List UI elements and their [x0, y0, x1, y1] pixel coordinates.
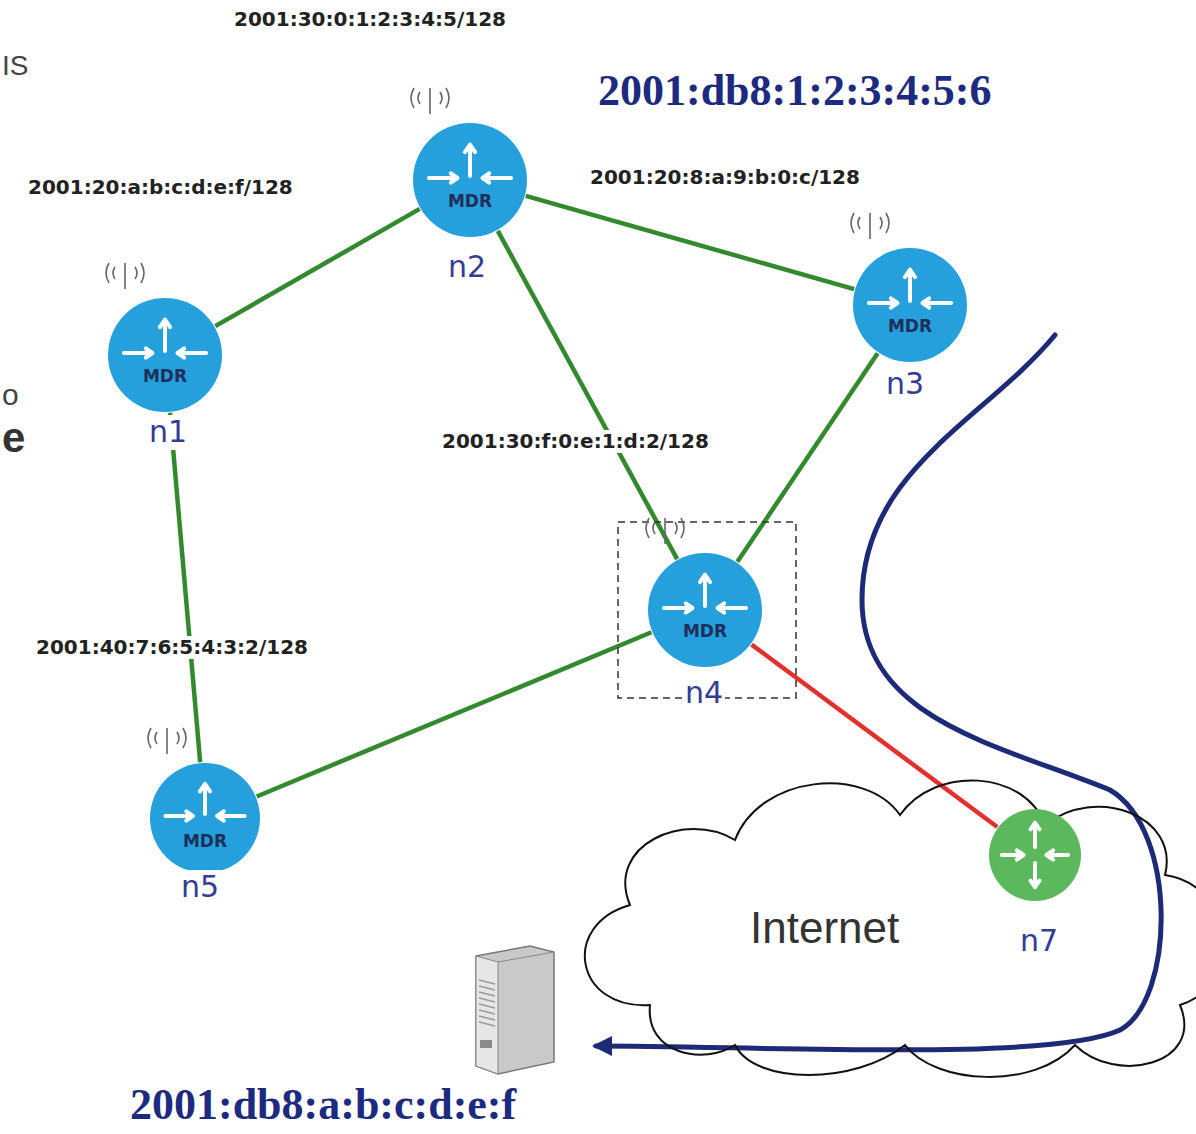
internet-cloud: Internet — [555, 755, 1196, 1075]
router-body — [989, 809, 1081, 901]
link-line — [526, 196, 854, 289]
router-shape — [149, 762, 261, 874]
router-arrows — [664, 575, 746, 613]
gateway-router: n7 — [988, 808, 1082, 902]
cloud-outline — [585, 780, 1196, 1076]
router-body — [150, 763, 260, 873]
router-type: MDR — [683, 622, 727, 642]
router-arrows — [429, 145, 511, 183]
antenna-symbol — [851, 213, 889, 239]
router-node: MDRn5 — [149, 762, 261, 874]
router-body — [108, 298, 222, 412]
address-label: 2001:db8:1:2:3:4:5:6 — [598, 66, 992, 117]
router-arrows — [1002, 823, 1068, 887]
node-name: n4 — [683, 676, 725, 711]
router-arrows — [124, 320, 206, 358]
antenna-symbol — [411, 88, 449, 114]
router-body — [413, 123, 527, 237]
router-node: MDRn3 — [852, 247, 968, 363]
node-name: n7 — [1020, 924, 1058, 959]
link-line — [257, 632, 652, 796]
address-label: 2001:20:8:a:9:b:0:c/128 — [588, 166, 862, 189]
fragment-text: IS — [2, 50, 28, 82]
gateway-shape — [988, 808, 1082, 902]
node-name: n2 — [446, 250, 488, 285]
selection-box — [618, 522, 796, 698]
router-node: MDRn4 — [647, 552, 763, 668]
router-shape — [852, 247, 968, 363]
antenna-symbol — [646, 518, 684, 544]
router-body — [853, 248, 967, 362]
server-icon — [476, 946, 554, 1074]
node-name: n1 — [147, 415, 189, 450]
address-label: 2001:40:7:6:5:4:3:2/128 — [34, 636, 310, 659]
router-arrows — [869, 270, 951, 308]
router-shape — [107, 297, 223, 413]
server-address: 2001:db8:a:b:c:d:e:f — [130, 1080, 516, 1131]
router-type: MDR — [448, 192, 492, 212]
address-label: 2001:30:f:0:e:1:d:2/128 — [440, 430, 711, 453]
antenna-symbol — [106, 263, 144, 289]
link-line — [752, 645, 998, 827]
address-label: 2001:30:0:1:2:3:4:5/128 — [232, 8, 508, 31]
link-line — [737, 353, 877, 562]
fragment-text: o — [2, 378, 19, 413]
router-body — [648, 553, 762, 667]
router-shape — [412, 122, 528, 238]
router-type: MDR — [183, 832, 227, 852]
router-arrows — [165, 784, 244, 821]
router-type: MDR — [143, 367, 187, 387]
fragment-text: e — [2, 414, 25, 462]
server-shape — [468, 944, 558, 1076]
router-shape — [647, 552, 763, 668]
address-label: 2001:20:a:b:c:d:e:f/128 — [26, 176, 295, 199]
antenna-symbol — [148, 728, 186, 754]
node-name: n5 — [179, 870, 221, 905]
router-type: MDR — [888, 317, 932, 337]
node-name: n3 — [884, 367, 926, 402]
cloud-label: Internet — [750, 903, 899, 954]
link-line — [498, 231, 677, 559]
router-node: MDRn2 — [412, 122, 528, 238]
server-node: 2001:db8:a:b:c:d:e:f — [468, 944, 558, 1076]
link-line — [170, 413, 200, 762]
router-node: MDRn1 — [107, 297, 223, 413]
link-line — [215, 209, 419, 326]
